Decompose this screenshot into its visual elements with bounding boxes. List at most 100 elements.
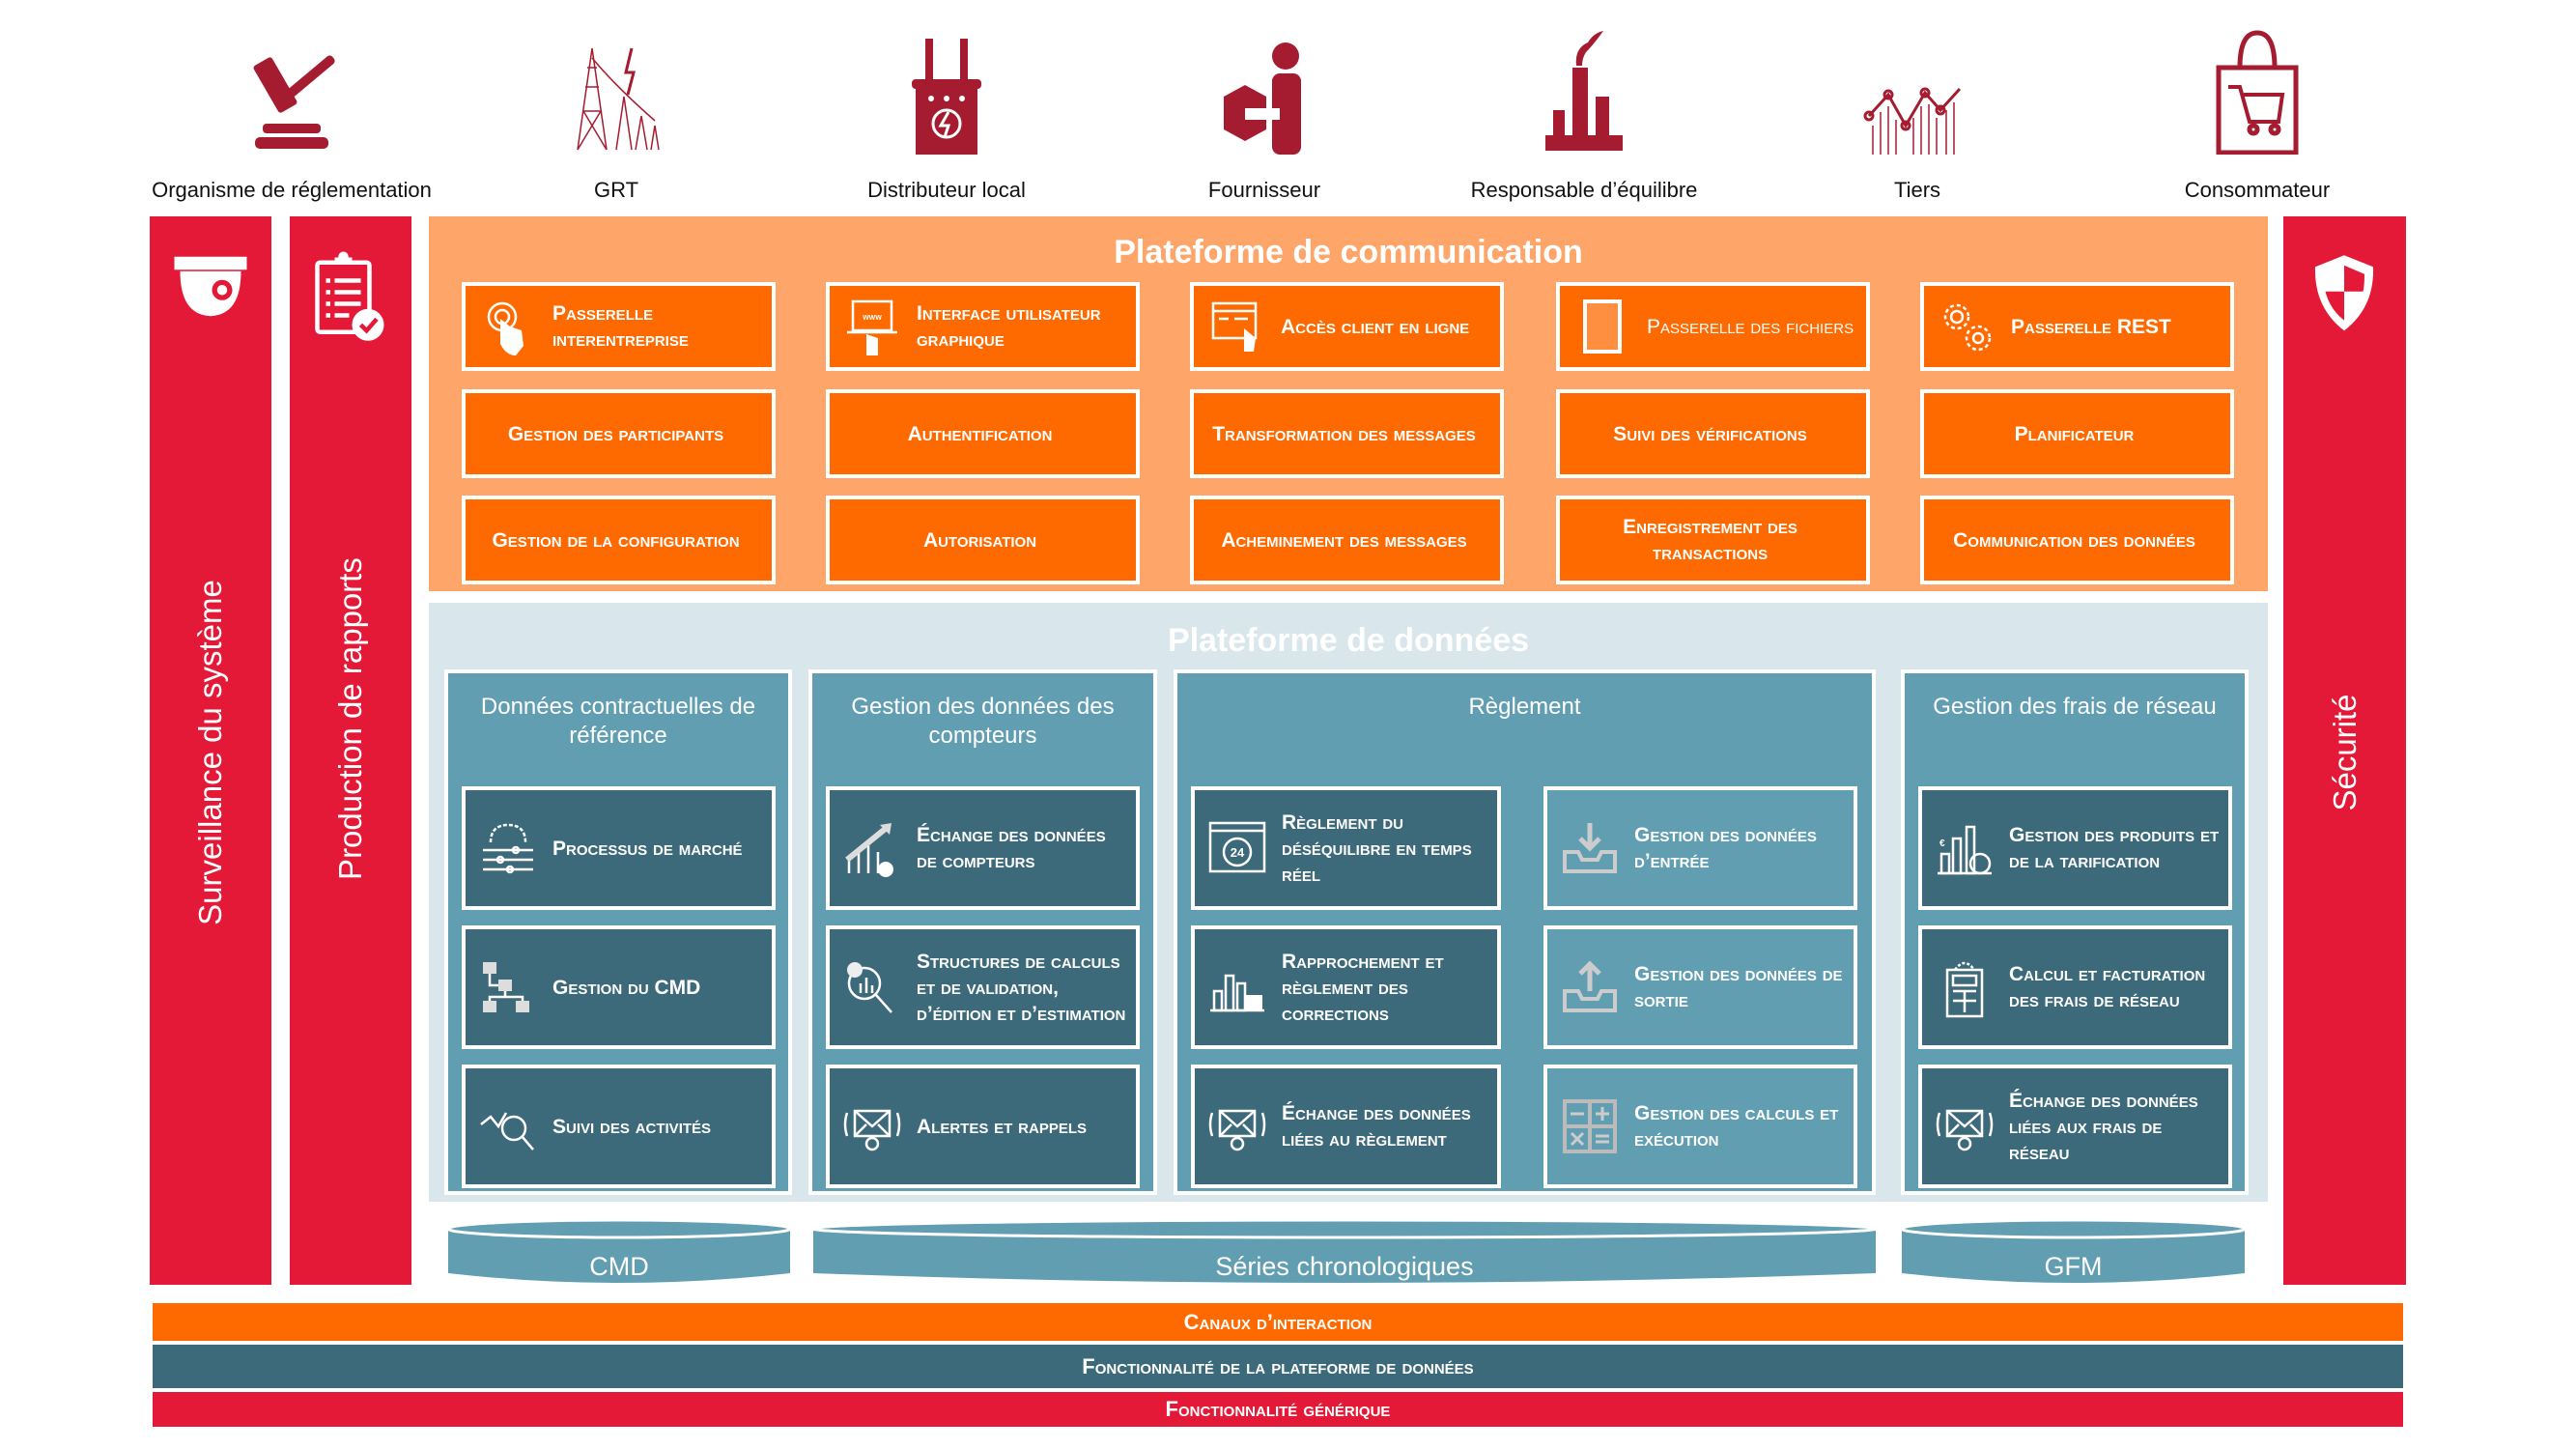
comm-card[interactable]: Communication des données: [1920, 496, 2234, 584]
data-card[interactable]: Calcul et facturation des frais de résea…: [1918, 925, 2232, 1049]
security-camera-icon: [174, 256, 247, 317]
comm-card-label: Communication des données: [1953, 528, 2195, 552]
data-card-label: Échange des données liées au règlement: [1282, 1102, 1471, 1151]
svg-text:www: www: [863, 312, 882, 323]
activity-search-icon: [480, 1112, 534, 1151]
bar-label: Fonctionnalité générique: [1165, 1397, 1391, 1421]
clipboard-check-icon: [315, 251, 384, 341]
data-card-label: Gestion du CMD: [552, 976, 701, 999]
actor-label: Organisme de réglementation: [152, 177, 432, 202]
actor-3: Fournisseur: [1119, 0, 1409, 217]
comm-card-label: Transformation des messages: [1212, 422, 1476, 445]
envelope-alert-icon: [1936, 1109, 1994, 1151]
bar-label: Fonctionnalité de la plateforme de donné…: [1082, 1353, 1474, 1378]
data-platform-title: Plateforme de données: [1167, 622, 1530, 659]
actor-1: GRT: [471, 0, 761, 217]
comm-card[interactable]: Suivi des vérifications: [1556, 389, 1870, 478]
bar-label: Canaux d’interaction: [1183, 1309, 1373, 1334]
data-card-label: Gestion des données de sortie: [1634, 963, 1843, 1011]
comm-card[interactable]: Planificateur: [1920, 389, 2234, 478]
actor-label: Responsable d’équilibre: [1470, 177, 1698, 202]
svg-text:€: €: [1939, 838, 1945, 849]
actor-6: Consommateur: [2112, 0, 2402, 217]
data-card[interactable]: Échange des données de compteurs: [826, 786, 1140, 910]
comm-card-label: Gestion des participants: [507, 422, 724, 445]
browser-click-icon: [1211, 301, 1258, 352]
comm-card-label: Interface utilisateur graphique: [917, 302, 1101, 351]
shield-icon: [2314, 255, 2374, 331]
comm-card-label: Passerelle interentreprise: [552, 302, 689, 351]
comm-card-label: Autorisation: [922, 528, 1037, 552]
envelope-alert-icon: [843, 1109, 901, 1151]
chart-up-icon: [845, 823, 893, 877]
comm-card-label: Accès client en ligne: [1281, 315, 1470, 338]
data-card[interactable]: Gestion des données de sortie: [1543, 925, 1857, 1049]
clock-24-icon: 24: [1208, 821, 1266, 873]
gears-icon: [1943, 303, 1992, 352]
data-card[interactable]: Gestion des calculs et exécution: [1543, 1065, 1857, 1188]
database-label: Séries chronologiques: [1215, 1252, 1474, 1281]
database-label: GFM: [2044, 1252, 2103, 1281]
data-card[interactable]: Processus de marché: [462, 786, 776, 910]
actor-label: GRT: [593, 177, 639, 202]
inbox-in-icon: [1563, 823, 1617, 873]
comm-card[interactable]: Passerelle des fichiers: [1556, 282, 1870, 371]
www-monitor-icon: www: [847, 299, 897, 355]
comm-card[interactable]: Gestion de la configuration: [462, 496, 776, 584]
comm-card[interactable]: Gestion des participants: [462, 389, 776, 478]
factory-icon: [1545, 31, 1623, 151]
comm-card[interactable]: Accès client en ligne: [1190, 282, 1504, 371]
data-platform-functionality-bar: Fonctionnalité de la plateforme de donné…: [153, 1345, 2403, 1388]
comm-card-label: Gestion de la configuration: [492, 528, 740, 552]
data-card[interactable]: Rapprochement et règlement des correctio…: [1191, 925, 1501, 1049]
comm-card[interactable]: www Interface utilisateur graphique: [826, 282, 1140, 371]
comm-card[interactable]: Passerelle REST: [1920, 282, 2234, 371]
comm-card[interactable]: Transformation des messages: [1190, 389, 1504, 478]
gear-sliders-icon: [483, 823, 533, 874]
data-card-label: Gestion des calculs et exécution: [1634, 1102, 1839, 1151]
data-card[interactable]: € Gestion des produits et de la tarificat…: [1918, 786, 2232, 910]
comm-card-label: Suivi des vérifications: [1613, 422, 1807, 445]
data-card-label: Processus de marché: [552, 837, 743, 860]
comm-card[interactable]: Passerelle interentreprise: [462, 282, 776, 371]
comm-card[interactable]: Autorisation: [826, 496, 1140, 584]
database-icon: [448, 1219, 790, 1283]
data-card[interactable]: Échange des données liées au règlement: [1191, 1065, 1501, 1188]
database-icon: [813, 1219, 1876, 1283]
comm-card-label: Passerelle des fichiers: [1647, 315, 1854, 338]
data-card-label: Structures de calculs et de validation, …: [917, 950, 1126, 1025]
data-card[interactable]: Suivi des activités: [462, 1065, 776, 1188]
data-card-label: Gestion des produits et de la tarificati…: [2009, 824, 2220, 872]
database-cylinder: Séries chronologiques: [813, 1219, 1876, 1285]
security-column: Sécurité: [2283, 216, 2406, 1285]
actor-5: Tiers: [1772, 0, 2062, 217]
bar-chart-icon: [1210, 974, 1264, 1012]
database-cylinder: GFM: [1902, 1219, 2245, 1285]
comm-card[interactable]: Acheminement des messages: [1190, 496, 1504, 584]
security-column-label: Sécurité: [2326, 694, 2363, 811]
database-cylinder: CMD: [448, 1219, 790, 1285]
comm-card-label: Authentification: [907, 422, 1053, 445]
surveillance-column-label: Surveillance du système: [192, 580, 228, 925]
data-card[interactable]: Gestion du CMD: [462, 925, 776, 1049]
gavel-icon: [253, 55, 335, 149]
data-card[interactable]: Échange des données liées aux frais de r…: [1918, 1065, 2232, 1188]
data-card[interactable]: Alertes et rappels: [826, 1065, 1140, 1188]
surveillance-column: Surveillance du système: [150, 216, 271, 1285]
data-card-label: Calcul et facturation des frais de résea…: [2009, 963, 2206, 1011]
reporting-column: Production de rapports: [290, 216, 411, 1285]
supplier-person-icon: [1224, 43, 1301, 155]
comm-card-label: Passerelle REST: [2011, 315, 2171, 338]
reporting-column-label: Production de rapports: [332, 557, 368, 880]
actor-label: Distributeur local: [867, 177, 1026, 202]
data-card-label: Alertes et rappels: [917, 1115, 1088, 1138]
data-group-title: Gestion des données des compteurs: [851, 694, 1115, 749]
interaction-channels-bar: Canaux d’interaction: [153, 1303, 2403, 1341]
comm-card[interactable]: Authentification: [826, 389, 1140, 478]
data-card[interactable]: Structures de calculs et de validation, …: [826, 925, 1140, 1049]
comm-card[interactable]: Enregistrement des transactions: [1556, 496, 1870, 584]
actor-2: Distributeur local: [802, 0, 1091, 217]
data-card[interactable]: Gestion des données d’entrée: [1543, 786, 1857, 910]
comm-card-label: Acheminement des messages: [1221, 528, 1467, 552]
